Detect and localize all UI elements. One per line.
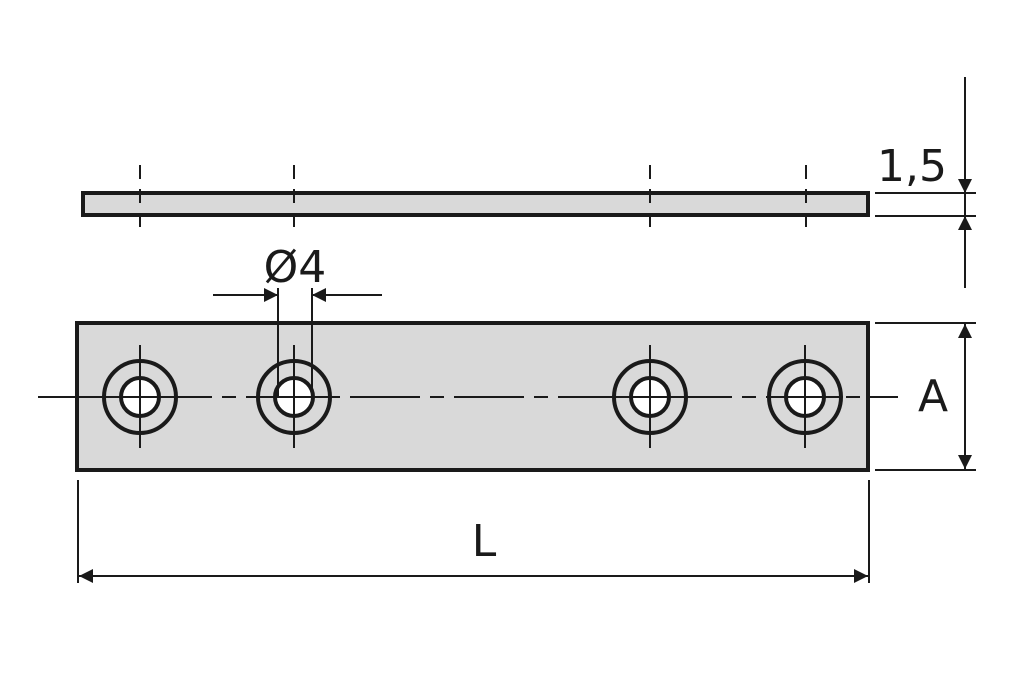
thickness-dimension — [875, 77, 976, 288]
length-dimension — [77, 480, 870, 583]
countersunk-hole — [102, 345, 178, 448]
hole-diameter-label: Ø4 — [264, 242, 327, 293]
width-dimension — [875, 322, 976, 471]
length-label: L — [472, 516, 497, 567]
top-view — [38, 321, 898, 472]
hole-axis-lines — [139, 165, 807, 237]
countersunk-hole — [767, 345, 843, 448]
thickness-label: 1,5 — [877, 141, 947, 192]
hole-diameter-dimension — [213, 288, 382, 397]
width-label: A — [918, 371, 948, 422]
countersunk-hole — [256, 345, 332, 448]
side-view — [81, 165, 870, 237]
countersunk-hole — [612, 345, 688, 448]
plate-side-profile — [81, 191, 870, 217]
